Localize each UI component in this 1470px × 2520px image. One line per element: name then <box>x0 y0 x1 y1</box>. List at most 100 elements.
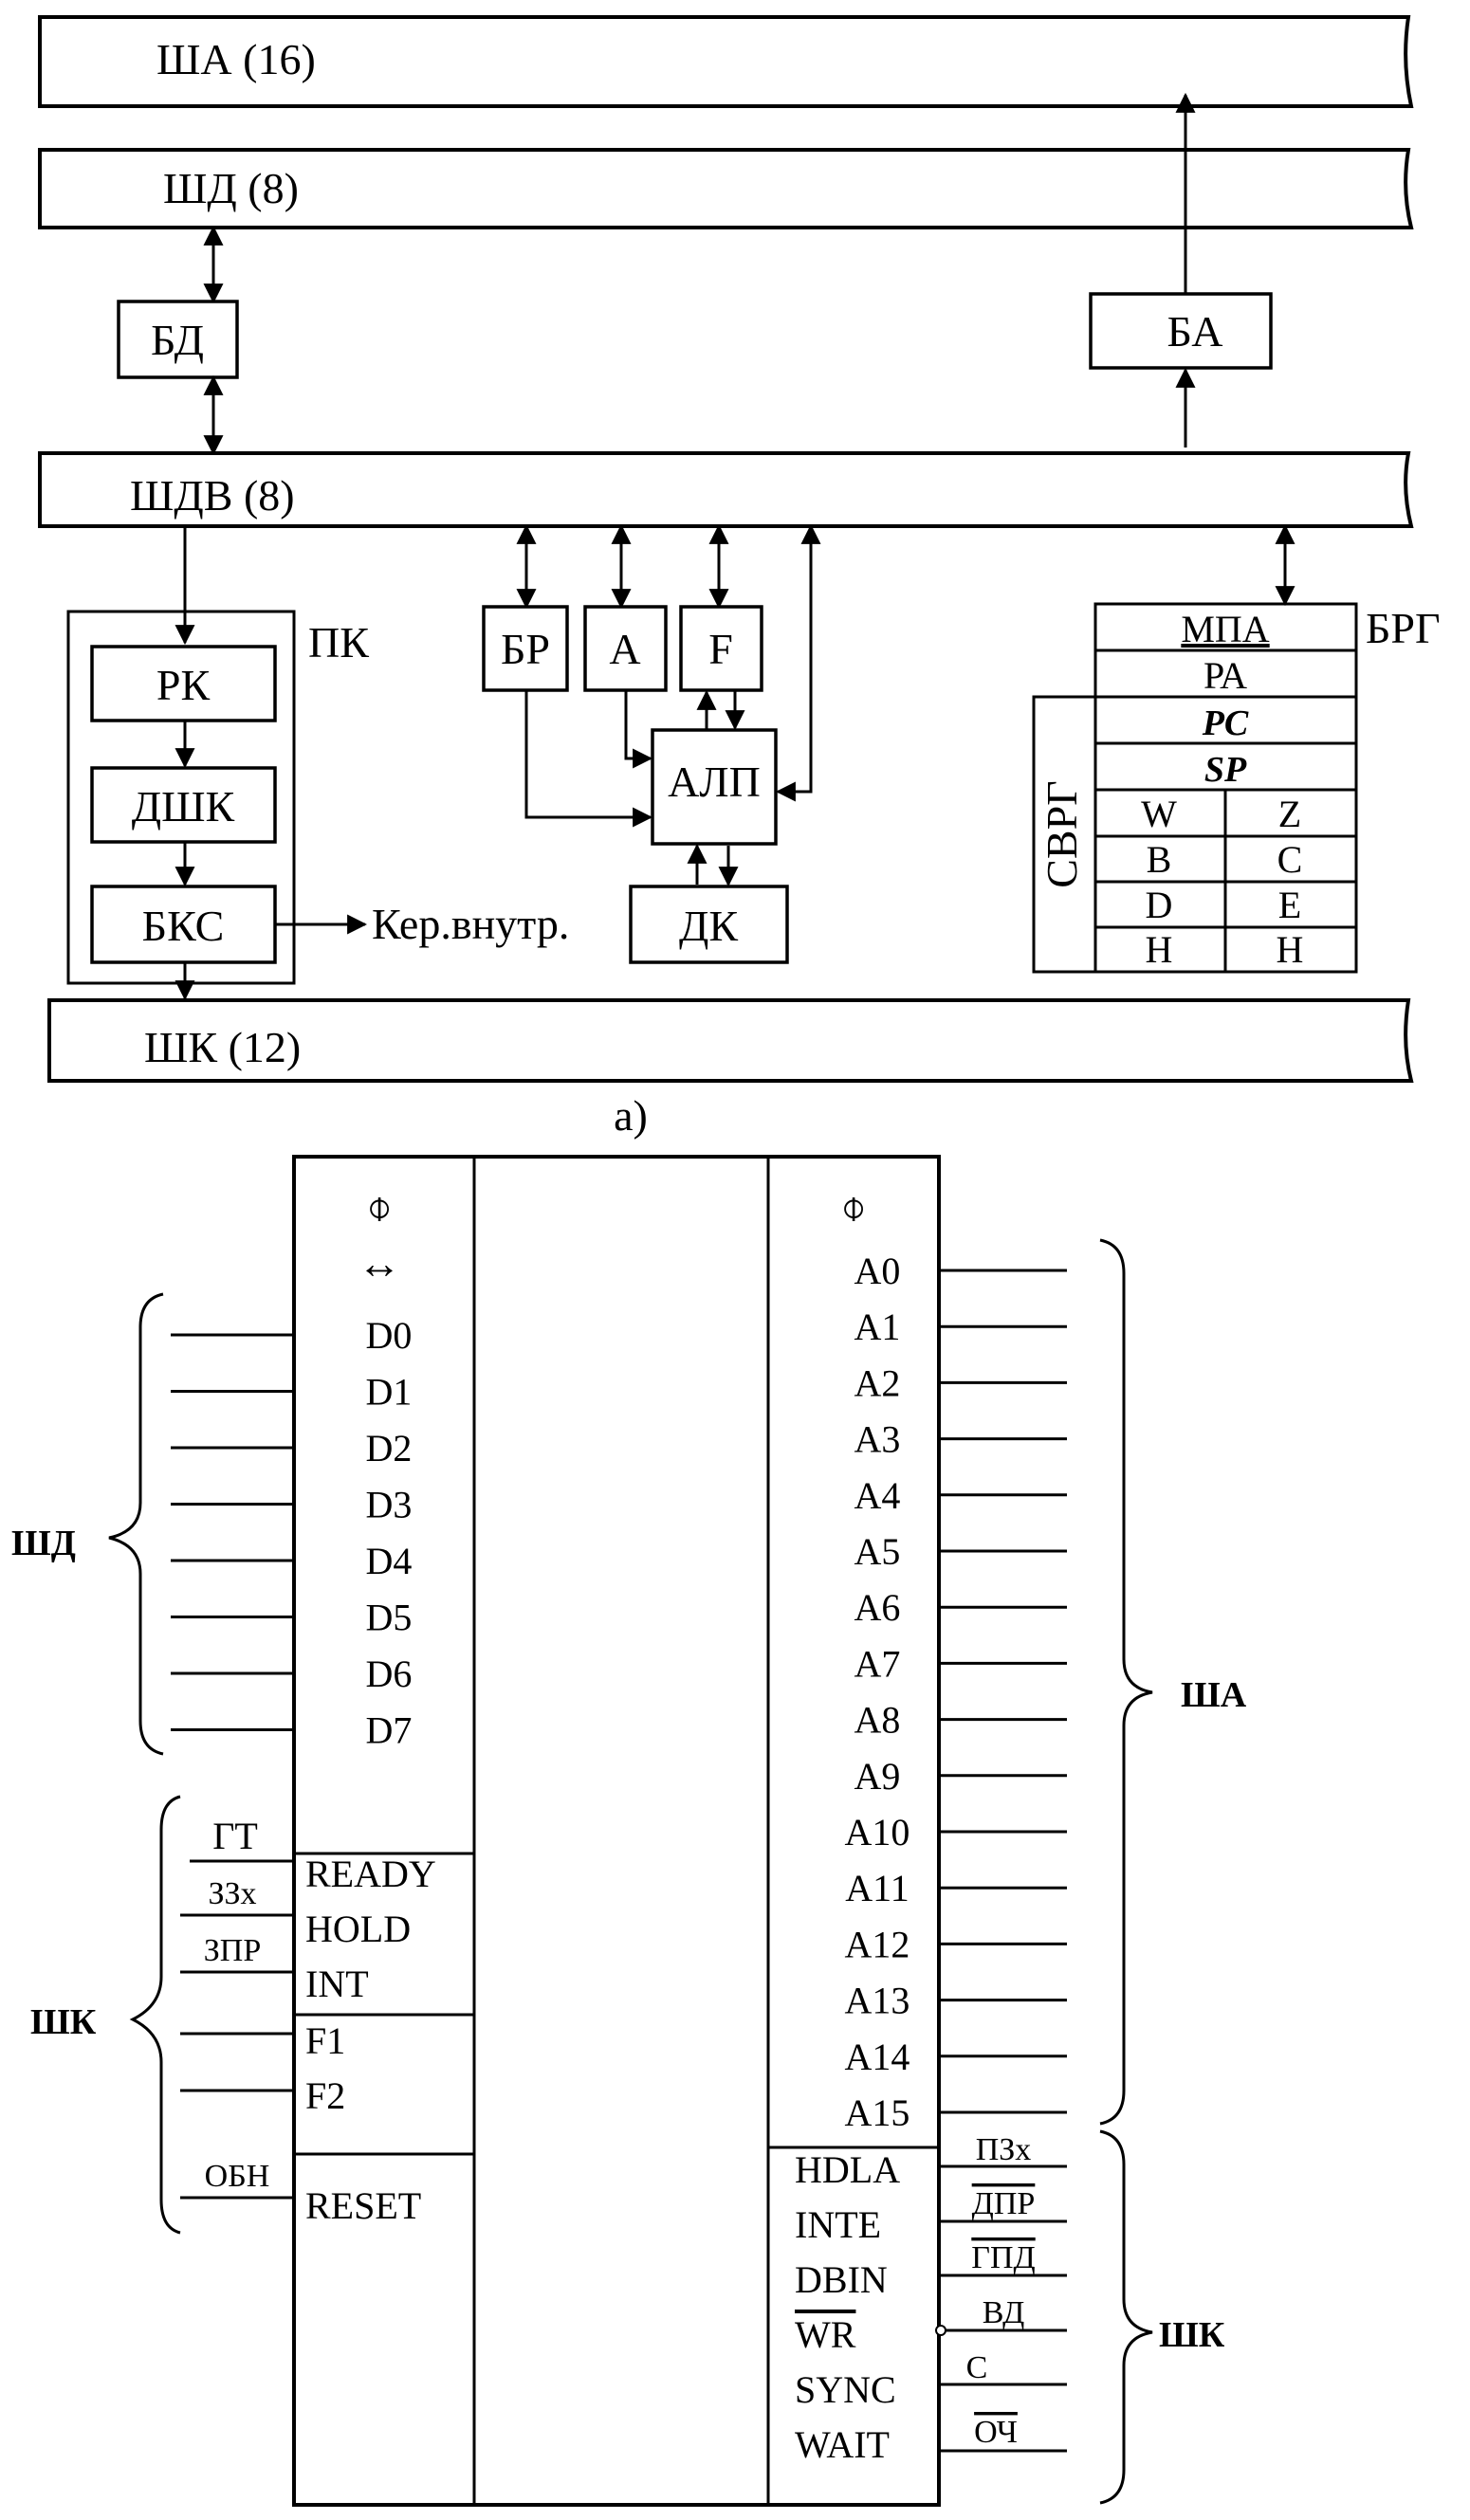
signal-gpd: ГПД <box>971 2240 1035 2275</box>
reg-h: H <box>1146 928 1173 971</box>
address-pin-label: A15 <box>845 2091 910 2134</box>
pin-wr: WR <box>795 2313 856 2356</box>
block-dk <box>629 885 789 964</box>
pin-f1: F1 <box>305 2019 345 2062</box>
block-dk-label: ДК <box>679 902 738 950</box>
block-bks-label: БКС <box>142 902 225 950</box>
block-pk-label: ПК <box>308 618 369 667</box>
block-rk <box>90 645 277 722</box>
reg-c: C <box>1277 838 1303 881</box>
signal-obn: ОБН <box>205 2159 270 2194</box>
reg-d: D <box>1146 884 1173 926</box>
bus-shd8-label: ШД (8) <box>163 164 299 212</box>
caption-a: а) <box>614 1091 648 1140</box>
arrow-a-alp <box>624 690 653 769</box>
ker-label: Кер.внутр. <box>372 900 569 948</box>
address-pin-label: A7 <box>854 1642 901 1685</box>
block-br-label: БР <box>501 625 550 673</box>
brace-shd <box>108 1292 164 1756</box>
address-pin-label: A9 <box>854 1755 901 1798</box>
address-pin-label: A14 <box>845 2036 910 2078</box>
block-alp-label: АЛП <box>668 758 761 806</box>
brace-shk-right <box>1099 2129 1153 2505</box>
reg-pc: PC <box>1202 703 1249 743</box>
pin-f2: F2 <box>305 2074 345 2117</box>
bus-shd8: ШД (8) <box>38 148 1414 229</box>
reg-mpa: МПА <box>1181 608 1269 650</box>
block-f-label: F <box>708 625 733 673</box>
group-label-shk-left: ШК <box>30 2002 97 2042</box>
inversion-circle <box>935 2325 946 2336</box>
address-pin-label: A1 <box>854 1306 901 1348</box>
block-rk-label: РК <box>156 661 211 709</box>
data-pin-label: D3 <box>366 1484 413 1526</box>
block-bd <box>117 300 239 379</box>
signal-pzx: ПЗх <box>976 2132 1032 2167</box>
block-ba <box>1089 292 1273 370</box>
data-pin-label: D2 <box>366 1427 413 1470</box>
signal-s: С <box>966 2350 988 2385</box>
pin-ready: READY <box>305 1853 436 1895</box>
brace-shk-left <box>129 1795 181 2235</box>
data-pin-label: D1 <box>366 1371 413 1414</box>
bus-sha16: ША (16) <box>38 15 1414 108</box>
reg-pa: РА <box>1204 654 1247 697</box>
address-pin-label: A11 <box>845 1867 909 1909</box>
data-pin-label: D7 <box>366 1709 413 1752</box>
signal-dpr: ДПР <box>972 2186 1036 2221</box>
bus-sha16-label: ША (16) <box>156 35 316 83</box>
block-a-label: А <box>609 625 640 673</box>
address-pin-label: A6 <box>854 1586 901 1629</box>
arrow-shdv-alp <box>775 523 821 802</box>
pin-sync: SYNC <box>795 2368 896 2411</box>
bus-shk12: ШК (12) <box>47 998 1414 1083</box>
address-pin-label: A5 <box>854 1530 901 1573</box>
chip-outline <box>292 1155 941 2507</box>
address-pin-label: A10 <box>845 1811 910 1853</box>
reg-h2: H <box>1277 928 1304 971</box>
pin-hdla: HDLA <box>795 2148 900 2191</box>
block-bks <box>90 885 277 964</box>
block-bd-label: БД <box>151 316 204 364</box>
address-pin-label: A3 <box>854 1418 901 1461</box>
pin-inte: INTE <box>795 2203 881 2246</box>
block-f <box>679 605 763 692</box>
bidirectional-symbol: ↔ <box>358 1239 401 1287</box>
block-ba-label: БА <box>1167 307 1222 356</box>
power-symbol-right: ⌽ <box>840 1182 867 1231</box>
figure-a: ША (16) ШД (8) ШДВ (8) ШК (12) БД БА ПК … <box>38 15 1441 1140</box>
reg-e: E <box>1278 884 1301 926</box>
bus-shk12-label: ШК (12) <box>144 1023 301 1071</box>
left-control-pins: READY HOLD INT F1 F2 RESET ГТ ЗЗх ЗПР ОБ… <box>180 1815 436 2227</box>
bus-shdv8: ШДВ (8) <box>38 451 1414 528</box>
pin-reset: RESET <box>305 2184 421 2227</box>
group-label-shd: ШД <box>11 1524 76 1563</box>
address-pin-label: A8 <box>854 1699 901 1742</box>
pin-wait: WAIT <box>795 2423 890 2466</box>
data-pin-label: D6 <box>366 1653 413 1695</box>
block-alp <box>651 728 778 846</box>
arrow-br-alp <box>524 690 653 828</box>
address-pin-label: A0 <box>854 1250 901 1292</box>
signal-zzx: ЗЗх <box>208 1876 256 1911</box>
signal-och: ОЧ <box>974 2415 1018 2450</box>
reg-w: W <box>1141 793 1177 835</box>
block-a <box>583 605 668 692</box>
signal-vd: ВД <box>983 2295 1025 2330</box>
address-pin-label: A4 <box>854 1474 901 1517</box>
block-dshk-label: ДШК <box>132 782 235 831</box>
data-pin-label: D5 <box>366 1597 413 1639</box>
brace-sha <box>1099 1238 1153 2126</box>
right-control-pins: HDLA INTE DBIN WR SYNC WAIT ПЗх ДПР ГПД … <box>795 2132 1067 2466</box>
brg-label: БРГ <box>1366 604 1441 652</box>
pin-int: INT <box>305 1963 369 2005</box>
bus-shdv8-label: ШДВ (8) <box>130 471 295 520</box>
reg-b: B <box>1147 838 1172 881</box>
data-pin-label: D0 <box>366 1314 413 1357</box>
address-pin-label: A12 <box>845 1923 910 1965</box>
svrg-label: СВРГ <box>1038 780 1086 888</box>
address-pin-label: A13 <box>845 1980 910 2022</box>
